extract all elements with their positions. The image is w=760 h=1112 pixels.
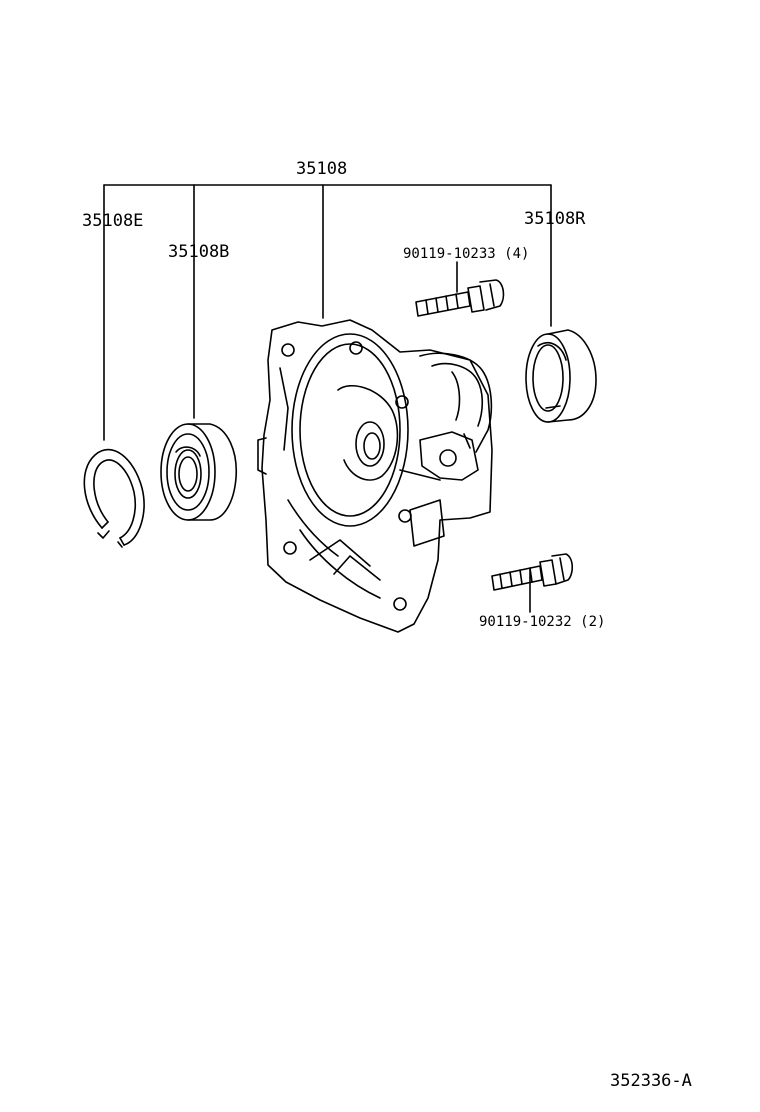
leader-lines: [103, 184, 552, 613]
upper-bolt-part: [415, 279, 505, 317]
snap-ring-part: [83, 448, 145, 548]
figure-id: 352336-A: [610, 1071, 692, 1091]
lower-bolt-part: [491, 553, 574, 591]
assembly-part-number: 35108: [296, 159, 348, 179]
bearing-part-number: 35108B: [168, 242, 230, 262]
bearing-part: [160, 423, 238, 521]
upper-bolt-part-number: 90119-10233 (4): [403, 246, 530, 262]
oil-seal-part-number: 35108R: [524, 209, 586, 229]
lower-bolt-part-number: 90119-10232 (2): [479, 614, 606, 630]
oil-seal-part: [525, 329, 597, 423]
housing-part: [257, 319, 493, 633]
snap-ring-part-number: 35108E: [82, 211, 144, 231]
